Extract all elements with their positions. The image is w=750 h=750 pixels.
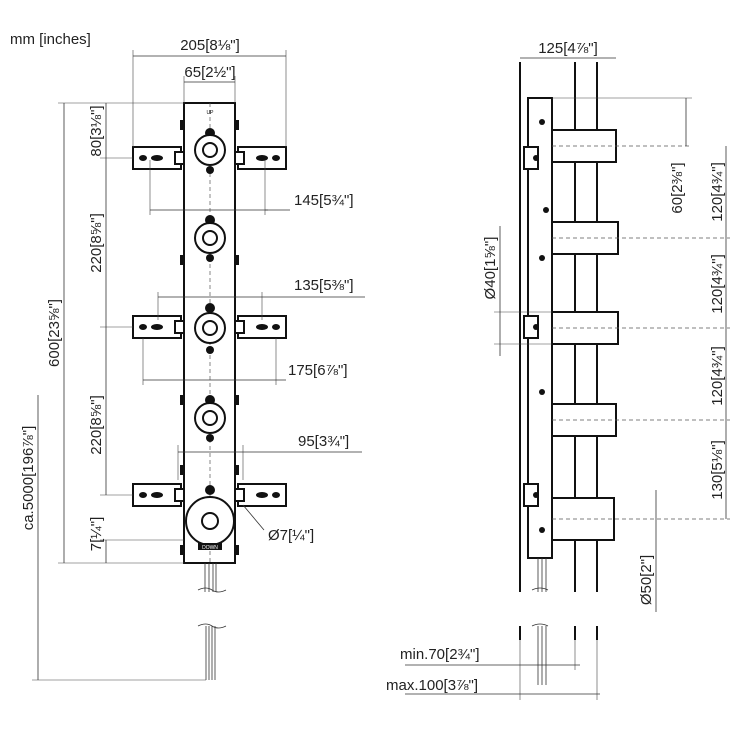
dim-600: 600[23⅝"]	[46, 299, 63, 367]
front-view: UP DOWN 205[8⅛"] 65[2½"] 80[3⅛"] 2	[20, 37, 365, 681]
dim-175: 175[6⅞"]	[288, 362, 348, 379]
mounting-bracket-top	[132, 146, 287, 170]
mounting-bracket-middle	[132, 315, 287, 339]
units-label: mm [inches]	[10, 31, 91, 48]
dim-min70: min.70[2¾"]	[400, 646, 480, 663]
dim-ca5000: ca.5000[196⅞"]	[20, 426, 37, 531]
dim-65: 65[2½"]	[184, 64, 235, 81]
dim-d40: Ø40[1⅝"]	[482, 237, 499, 300]
dim-120-b: 120[4¾"]	[709, 254, 726, 314]
up-mark: UP	[207, 110, 215, 116]
dim-max100: max.100[3⅞"]	[386, 677, 478, 694]
dim-135: 135[5⅜"]	[294, 277, 354, 294]
dim-145: 145[5¾"]	[294, 192, 354, 209]
dim-95: 95[3¾"]	[298, 433, 349, 450]
dim-60: 60[2⅜"]	[669, 162, 686, 213]
dim-120-c: 120[4¾"]	[709, 346, 726, 406]
dim-120-a: 120[4¾"]	[709, 162, 726, 222]
dim-205: 205[8⅛"]	[180, 37, 240, 54]
dim-130: 130[5⅛"]	[709, 440, 726, 500]
dim-80: 80[3⅛"]	[88, 105, 105, 156]
side-view: 125[4⅞"] 60[2⅜"] 120[4¾"] 120[4¾"] 120[4…	[386, 40, 730, 700]
dim-220-upper: 220[8⅝"]	[88, 213, 105, 273]
dim-d50: Ø50[2"]	[638, 555, 655, 605]
outlet-cylinders	[551, 129, 730, 541]
mounting-bracket-bottom	[132, 483, 287, 507]
outlet-fittings	[185, 128, 235, 546]
dim-220-lower: 220[8⅝"]	[88, 395, 105, 455]
dim-d7: Ø7[¼"]	[268, 527, 314, 544]
down-mark: DOWN	[202, 545, 218, 551]
dim-125: 125[4⅞"]	[538, 40, 598, 57]
dim-7: 7[¼"]	[88, 517, 105, 552]
body-tabs	[180, 120, 239, 555]
cable	[197, 563, 227, 680]
